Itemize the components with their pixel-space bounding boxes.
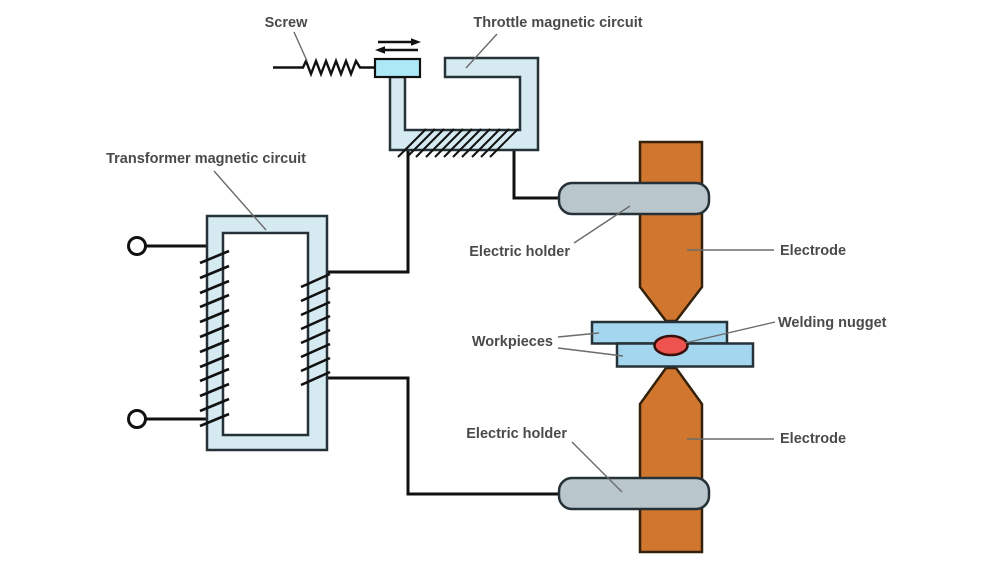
- input-terminal-bottom: [127, 409, 147, 429]
- leader-workpiece-bottom: [557, 347, 624, 357]
- input-terminal-top: [127, 236, 147, 256]
- secondary-coil-hatch: [300, 272, 331, 387]
- arrow-right-head: [411, 38, 421, 46]
- leader-screw: [293, 31, 308, 62]
- throttle-coil-hatch: [397, 128, 519, 158]
- wire-secondary-top: [326, 150, 410, 274]
- wire-to-bottom-holder: [326, 376, 562, 496]
- arrow-left-head: [375, 46, 385, 54]
- primary-coil-hatch: [199, 249, 230, 428]
- electrode-bottom-shape: [638, 366, 704, 554]
- label-welding-nugget: Welding nugget: [778, 315, 887, 331]
- motion-arrows-icon: [375, 38, 421, 54]
- screw-symbol-icon: [273, 57, 377, 78]
- label-electric-holder-bottom: Electric holder: [466, 426, 567, 442]
- leader-transformer: [213, 170, 267, 231]
- label-electric-holder-top: Electric holder: [469, 244, 570, 260]
- welding-nugget-shape: [653, 334, 689, 357]
- electric-holder-top-shape: [557, 181, 711, 216]
- leader-holder-top: [573, 205, 631, 244]
- label-transformer: Transformer magnetic circuit: [106, 151, 306, 167]
- screw-armature-block: [373, 57, 422, 79]
- electric-holder-bottom-shape: [557, 476, 711, 511]
- leader-workpiece-top: [557, 332, 600, 338]
- leader-holder-bottom: [571, 441, 623, 493]
- label-workpieces: Workpieces: [472, 334, 553, 350]
- transformer-window: [221, 231, 310, 437]
- label-electrode-top: Electrode: [780, 243, 846, 259]
- label-electrode-bottom: Electrode: [780, 431, 846, 447]
- label-throttle: Throttle magnetic circuit: [473, 15, 642, 31]
- leader-nugget: [684, 321, 776, 344]
- label-screw: Screw: [265, 15, 308, 31]
- electrode-top-shape: [638, 140, 704, 323]
- leader-throttle: [465, 33, 498, 69]
- wire-to-top-holder: [512, 150, 562, 200]
